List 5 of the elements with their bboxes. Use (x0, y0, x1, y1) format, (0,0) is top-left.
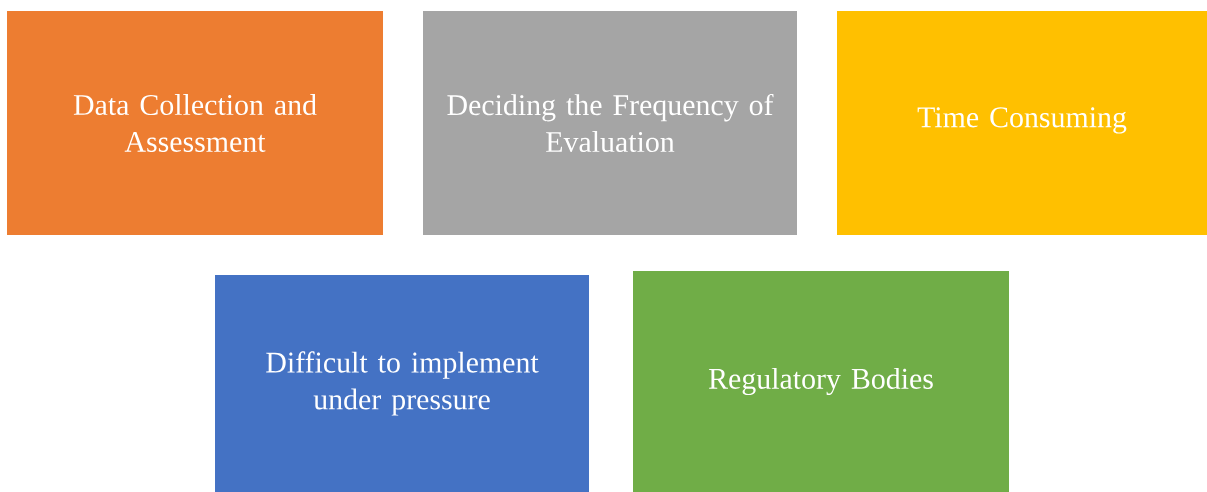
text-box: Difficult to implement under pressure (215, 275, 589, 492)
text-box: Time Consuming (837, 11, 1207, 235)
text-box: Data Collection and Assessment (7, 11, 383, 235)
text-box: Deciding the Frequency of Evaluation (423, 11, 797, 235)
text-box: Regulatory Bodies (633, 271, 1009, 492)
